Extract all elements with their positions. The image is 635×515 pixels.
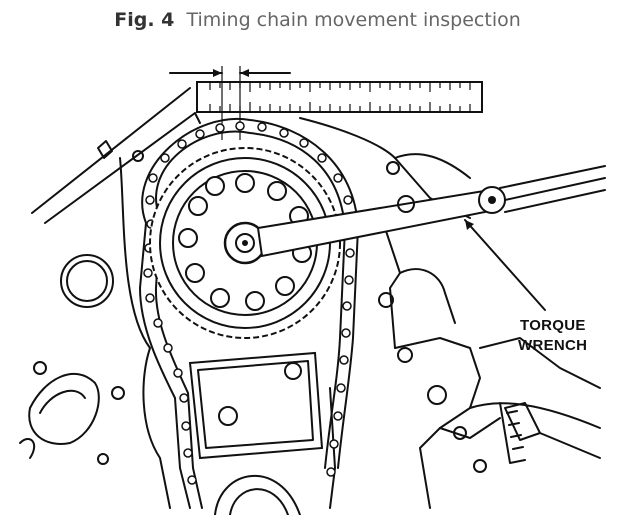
timing-chain — [139, 117, 359, 509]
figure-caption: Fig. 4 Timing chain movement inspection — [0, 9, 635, 31]
timing-chain-diagram: TORQUE WRENCH — [19, 66, 606, 515]
seal-ring — [60, 254, 114, 308]
camshaft-sprocket — [149, 147, 341, 339]
engine-details — [19, 150, 526, 473]
dimension-arrow-right — [240, 69, 249, 77]
engine-block-outline — [31, 87, 601, 509]
dimension-arrow-left — [213, 69, 222, 77]
callout-wrench: WRENCH — [518, 337, 587, 354]
chain-tensioner — [188, 351, 324, 460]
torque-wrench — [256, 165, 606, 258]
figure-label: Fig. 4 — [114, 9, 175, 31]
torque-wrench-leader — [464, 219, 546, 311]
figure-title: Timing chain movement inspection — [186, 9, 521, 31]
crankshaft-sprocket — [214, 474, 301, 515]
measuring-ruler — [169, 66, 483, 140]
callout-torque: TORQUE — [520, 317, 586, 334]
